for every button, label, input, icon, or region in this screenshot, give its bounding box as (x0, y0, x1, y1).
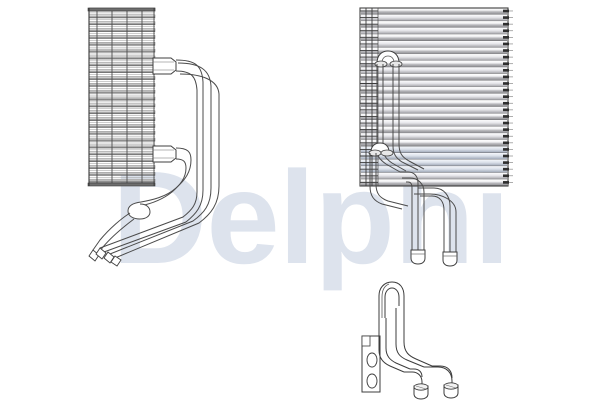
fin-edge-tick (503, 115, 509, 118)
left-tube-bundle (88, 57, 220, 267)
left-core-plate (88, 83, 156, 87)
fin-edge-tick (503, 121, 509, 125)
right-tube-end-caps (410, 249, 458, 267)
left-core-plate (88, 124, 156, 128)
left-core-plate (88, 28, 156, 32)
fin-edge-tick (503, 161, 509, 164)
fin-band (361, 8, 507, 15)
mounting-bracket (361, 335, 381, 393)
fin-edge-tick (503, 101, 509, 105)
left-core-plate (88, 35, 156, 39)
fin-edge-tick (503, 16, 509, 19)
left-core-plate (88, 151, 156, 156)
fin-edge-tick (503, 88, 509, 92)
left-lower-port-connector (152, 145, 177, 163)
right-tube-bundle (368, 50, 458, 267)
fin-band (361, 106, 507, 114)
left-core-plate (88, 158, 156, 162)
right-core-view (359, 7, 513, 187)
fin-edge-tick (503, 62, 509, 66)
left-core-plate (88, 103, 156, 108)
fin-band (361, 34, 507, 41)
left-core-plate (88, 14, 156, 19)
fin-edge-tick (503, 42, 509, 46)
fin-band (361, 47, 507, 54)
left-core-plate (88, 62, 156, 67)
fin-band (361, 93, 507, 100)
left-core-plate (88, 89, 156, 94)
fin-band (361, 120, 507, 127)
fin-band (361, 153, 507, 160)
fin-edge-tick (503, 141, 509, 145)
fin-edge-tick (503, 174, 509, 178)
left-core-view (87, 7, 156, 187)
fin-edge-tick (503, 49, 509, 52)
fin-band (361, 100, 507, 107)
fin-edge-tick (503, 29, 509, 33)
fin-edge-tick (503, 108, 509, 112)
left-tube-end-caps (88, 247, 122, 267)
fin-edge-tick (503, 148, 509, 151)
fin-band (361, 87, 507, 94)
right-core-left-header (359, 7, 379, 187)
fin-band (361, 159, 507, 166)
bracket-hole-upper (366, 352, 378, 368)
left-core-plate (88, 42, 156, 46)
fin-band (361, 67, 507, 74)
fin-edge-tick (503, 95, 509, 98)
right-lower-port-stop (368, 142, 394, 157)
left-core-plate (88, 131, 156, 135)
fin-edge-tick (503, 128, 509, 131)
fin-band (361, 146, 507, 153)
left-core-plate (88, 165, 156, 169)
fin-edge-tick (503, 9, 509, 13)
left-core-plate (88, 137, 156, 142)
bracket-hole-lower (366, 373, 378, 389)
left-core-plate (88, 117, 156, 121)
fin-edge-tick (503, 181, 509, 184)
left-core-plate (88, 55, 156, 60)
left-core-end-rails (87, 7, 156, 187)
left-core-plate (88, 96, 156, 101)
fin-edge-tick (503, 154, 509, 158)
fin-edge-tick (503, 36, 509, 39)
fin-band (361, 179, 507, 186)
fin-band (361, 166, 507, 173)
left-upper-port-connector (152, 57, 177, 75)
fin-band (361, 133, 507, 140)
left-core-plate (88, 110, 156, 115)
left-core-plate-stack (88, 7, 156, 185)
fin-band (361, 113, 507, 120)
fin-band (361, 126, 507, 133)
left-core-plate (88, 178, 156, 183)
fin-band (361, 54, 507, 61)
fin-edge-tick (503, 167, 509, 171)
fin-edge-tick (503, 82, 509, 85)
fin-edge-tick (503, 75, 509, 79)
left-core-plate (88, 76, 156, 80)
left-core-plate (88, 48, 156, 53)
left-core-plate (88, 21, 156, 26)
fin-band (361, 14, 507, 21)
fin-band (361, 21, 507, 28)
fin-edge-tick (503, 68, 509, 72)
fin-band (361, 40, 507, 48)
detail-tube-end-fittings (413, 382, 459, 400)
fin-edge-tick (503, 134, 509, 138)
left-core-plate (88, 69, 156, 73)
fin-band (361, 60, 507, 67)
tube-assembly-detail (361, 281, 459, 400)
fin-edge-tick (503, 55, 509, 59)
fin-band (361, 80, 507, 87)
left-core-plate (88, 172, 156, 176)
left-core-plate (88, 144, 156, 149)
fin-band (361, 27, 507, 34)
fin-edge-tick (503, 22, 509, 26)
left-core-vertical-tubes (96, 9, 143, 185)
fin-band (361, 172, 507, 180)
fin-band (361, 139, 507, 147)
fin-band (361, 73, 507, 81)
